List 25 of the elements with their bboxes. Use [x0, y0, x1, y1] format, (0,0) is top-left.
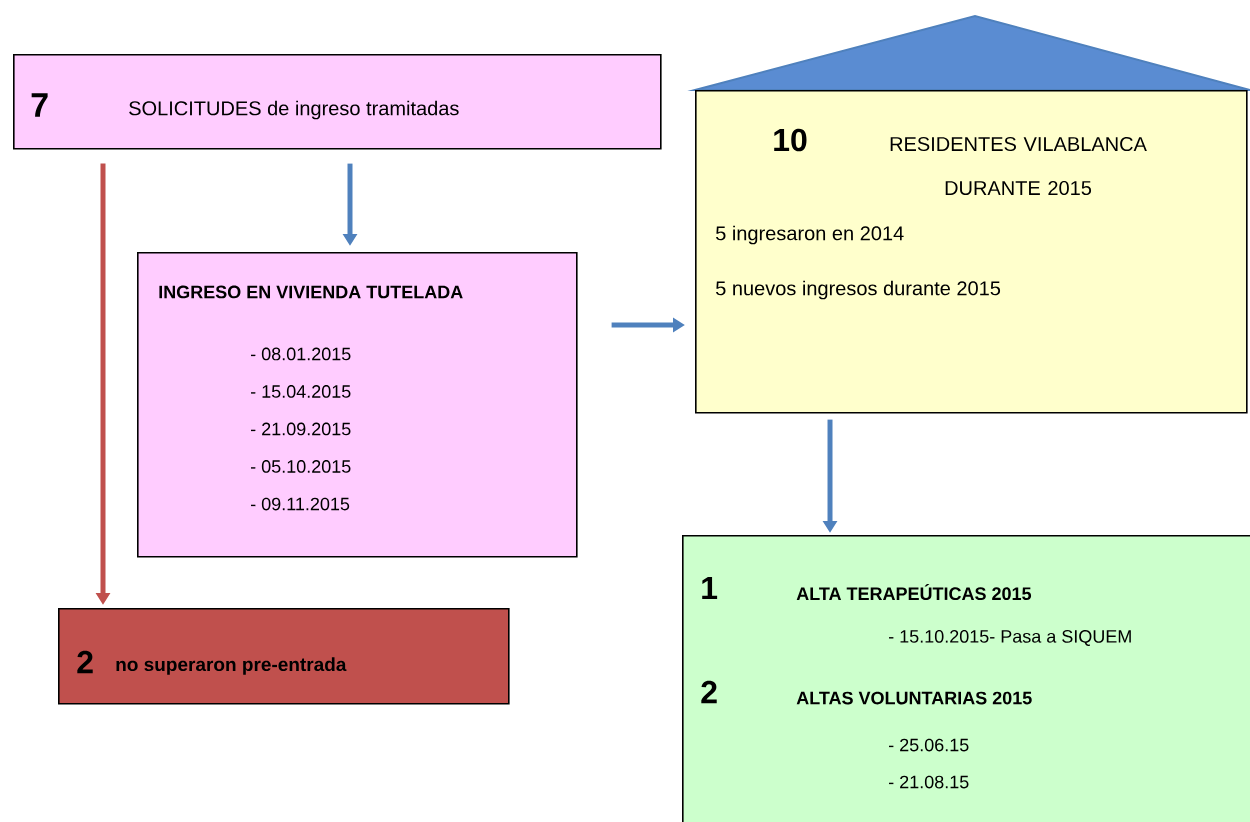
info-line: 5 nuevos ingresos durante 2015 [716, 280, 1001, 300]
date-item: - 08.01.2015 [251, 347, 351, 361]
count-number: 10 [774, 128, 807, 152]
process-box [137, 252, 578, 558]
date-item: - 21.08.15 [889, 775, 969, 789]
box-title: INGRESO EN VIVIENDA TUTELADA [159, 285, 463, 299]
result-box [682, 535, 1250, 822]
result-box [58, 608, 510, 705]
date-item: - 15.04.2015 [251, 385, 351, 398]
date-item: - 15.10.2015- Pasa a SIQUEM [889, 630, 1131, 646]
date-item: - 05.10.2015 [251, 460, 351, 473]
box-title: SOLICITUDES de ingreso tramitadas [129, 100, 459, 120]
box-title: RESIDENTES VILABLANCA DURANTE 2015 [890, 136, 1147, 196]
box-title: ALTA TERAPEÚTICAS 2015 [796, 583, 1032, 601]
info-line: 5 ingresaron en 2014 [716, 225, 904, 245]
date-item: - 09.11.2015 [251, 497, 350, 511]
count-number: 2 [701, 680, 717, 704]
date-item: - 21.09.2015 [251, 422, 351, 436]
count-number: 7 [31, 93, 48, 117]
count-number: 1 [702, 577, 718, 599]
count-number: 2 [77, 650, 93, 674]
process-box [13, 54, 662, 150]
date-item: - 25.06.15 [889, 738, 969, 752]
box-title: ALTAS VOLUNTARIAS 2015 [796, 691, 1032, 705]
box-title: no superaron pre-entrada [116, 657, 347, 675]
